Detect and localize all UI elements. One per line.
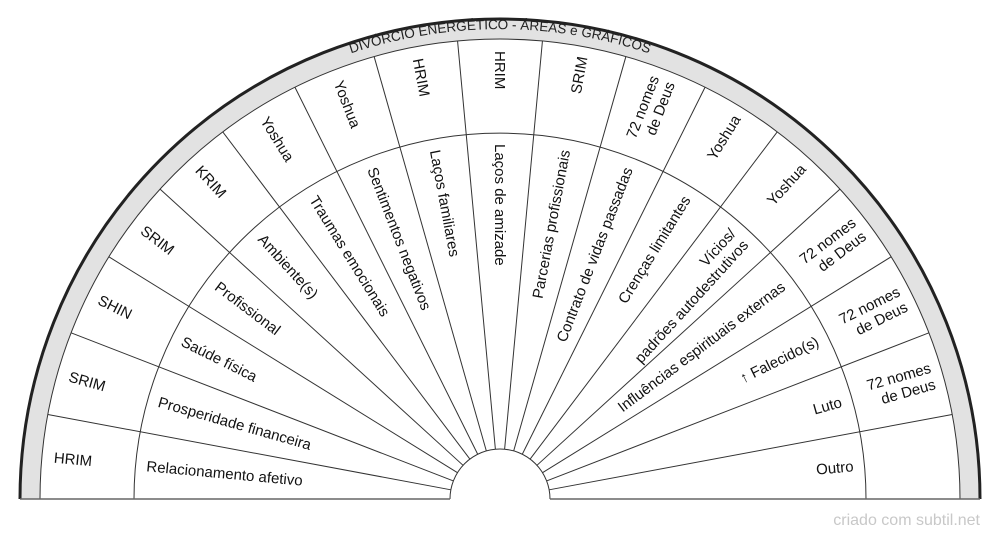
graphic-label: 72 nomesde Deus [865, 360, 938, 411]
area-label-line: Crenças limitantes [615, 193, 694, 307]
sector-divider [159, 188, 464, 466]
area-label: Crenças limitantes [615, 193, 694, 307]
sector-divider [70, 332, 454, 482]
sector-divider [513, 56, 627, 452]
area-label: Outro [815, 458, 854, 478]
graphic-label-line: SRIM [67, 369, 108, 396]
graphic-label: HRIM [53, 450, 93, 470]
graphic-label: 72 nomesde Deus [836, 284, 910, 344]
area-label: Saúde física [178, 334, 260, 386]
sector-divider [529, 131, 778, 460]
area-label: Prosperidade financeira [156, 394, 314, 454]
area-label-line: Laços de amizade [491, 144, 508, 266]
graphic-label-line: Yoshua [764, 161, 810, 210]
graphic-label: Yoshua [704, 112, 745, 164]
graphic-label-line: SHIN [95, 292, 135, 323]
center-hole [449, 448, 551, 500]
graphic-label: HRIM [409, 57, 433, 98]
sector-divider [222, 131, 471, 460]
area-label: Luto [811, 394, 844, 418]
graphic-label-line: Yoshua [704, 112, 745, 164]
graphic-label: 72 nomesde Deus [623, 73, 679, 147]
area-label-line: Prosperidade financeira [156, 394, 314, 454]
sector-divider [504, 40, 543, 450]
footer-credit: criado com subtil.net [833, 512, 980, 529]
area-label-line: Profissional [211, 279, 283, 339]
area-label: Laços familiares [426, 149, 463, 259]
sector-divider [294, 87, 479, 455]
sector-divider [457, 40, 496, 450]
area-label: Relacionamento afetivo [146, 458, 304, 489]
area-label-line: Luto [811, 394, 844, 418]
graphic-label-line: HRIM [491, 51, 508, 89]
graphic-label: SHIN [95, 292, 135, 323]
graphic-label-line: HRIM [53, 450, 93, 470]
sector-divider [546, 332, 930, 482]
sector-divider [373, 56, 487, 452]
sector-divider [549, 413, 953, 491]
graphic-label-line: SRIM [137, 223, 177, 259]
graphic-label-line: SRIM [568, 55, 592, 95]
sector-divider [536, 188, 841, 466]
inner-band-edge [39, 38, 961, 500]
sector-divider [542, 256, 892, 474]
graphic-label: 72 nomesde Deus [797, 215, 870, 282]
area-label-line: Parcerias profissionais [530, 149, 574, 300]
outer-rim [18, 17, 982, 500]
graphic-label: SRIM [568, 55, 592, 95]
area-label: Ambiente(s) [254, 231, 321, 302]
sector-divider [521, 87, 706, 455]
area-label: Laços de amizade [491, 144, 508, 266]
graphic-label-line: Yoshua [257, 114, 298, 166]
graphic-label: KRIM [192, 163, 230, 202]
graphic-label: SRIM [67, 369, 108, 396]
area-label-line: Ambiente(s) [254, 231, 321, 302]
area-label: Profissional [211, 279, 283, 339]
area-label-line: Outro [815, 458, 854, 478]
graphic-label: Yoshua [330, 78, 364, 131]
sector-divider [108, 256, 458, 474]
area-label-line: Laços familiares [426, 149, 463, 259]
graphic-label-line: KRIM [192, 163, 230, 202]
graphic-label-line: HRIM [409, 57, 433, 98]
graphic-label: Yoshua [257, 114, 298, 166]
area-label-line: Relacionamento afetivo [146, 458, 304, 489]
middle-ring [133, 132, 867, 500]
graphic-label-line: Yoshua [330, 78, 364, 131]
graphic-label: SRIM [137, 223, 177, 259]
sector-divider [47, 413, 451, 491]
graphic-label: HRIM [491, 51, 508, 89]
area-label: Vícios/padrões autodestrutivos [619, 225, 753, 367]
area-label: Parcerias profissionais [530, 149, 574, 300]
graphic-label: Yoshua [764, 161, 810, 210]
area-label-line: Saúde física [178, 334, 260, 386]
